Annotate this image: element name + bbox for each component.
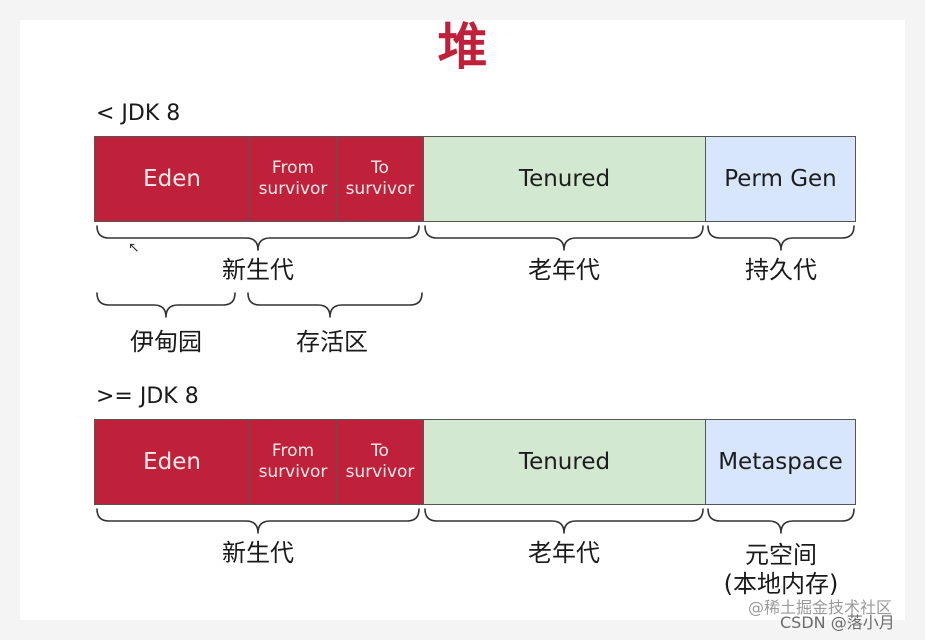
metaspace-label-line2: (本地内存) xyxy=(723,569,839,598)
from-survivor-line2: survivor xyxy=(258,462,328,482)
version-label-jdk8-plus: >= JDK 8 xyxy=(96,384,199,409)
metaspace-label: 元空间 (本地内存) xyxy=(696,541,866,599)
brace-old-gen-pre-jdk8 xyxy=(424,225,704,251)
to-survivor-line1: To xyxy=(371,157,389,178)
from-survivor-line1: From xyxy=(271,440,315,461)
brace-metaspace xyxy=(707,508,855,534)
eden-cell-label: Eden xyxy=(143,166,201,192)
brace-old-gen-jdk8-plus xyxy=(424,508,704,534)
watermark-csdn: CSDN @落小月 xyxy=(780,613,895,632)
metaspace-cell-label: Metaspace xyxy=(718,449,843,475)
metaspace-cell: Metaspace xyxy=(705,419,856,505)
mouse-cursor-icon: ↖ xyxy=(128,240,140,256)
version-label-pre-jdk8: < JDK 8 xyxy=(96,101,181,126)
survivor-area-label: 存活区 xyxy=(296,328,368,356)
tenured-cell-label: Tenured xyxy=(518,449,611,475)
old-gen-label-pre-jdk8: 老年代 xyxy=(528,256,600,284)
young-gen-label-jdk8-plus: 新生代 xyxy=(222,539,294,567)
old-gen-label-jdk8-plus: 老年代 xyxy=(528,539,600,567)
to-survivor-line2: survivor xyxy=(345,462,415,482)
perm-gen-label: 持久代 xyxy=(745,256,817,284)
young-gen-label-pre-jdk8: 新生代 xyxy=(222,256,294,284)
eden-cell: Eden xyxy=(94,419,250,505)
perm-gen-cell: Perm Gen xyxy=(705,136,856,222)
eden-cell-label: Eden xyxy=(143,449,201,475)
tenured-cell: Tenured xyxy=(423,136,706,222)
perm-gen-cell-label: Perm Gen xyxy=(724,166,837,192)
slide-background xyxy=(20,20,905,620)
from-survivor-line1: From xyxy=(271,157,315,178)
from-survivor-line2: survivor xyxy=(258,179,328,199)
brace-young-gen-pre-jdk8 xyxy=(96,225,420,251)
brace-survivor-area xyxy=(247,292,423,318)
to-survivor-line2: survivor xyxy=(345,179,415,199)
tenured-cell: Tenured xyxy=(423,419,706,505)
diagram-title: 堆 xyxy=(437,18,488,76)
tenured-cell-label: Tenured xyxy=(518,166,611,192)
brace-perm-gen xyxy=(707,225,855,251)
brace-eden-area xyxy=(96,292,236,318)
to-survivor-line1: To xyxy=(371,440,389,461)
metaspace-label-line1: 元空间 xyxy=(745,541,817,569)
brace-young-gen-jdk8-plus xyxy=(96,508,420,534)
watermark-juejin: @稀土掘金技术社区 xyxy=(748,598,893,617)
eden-area-label: 伊甸园 xyxy=(130,328,202,356)
